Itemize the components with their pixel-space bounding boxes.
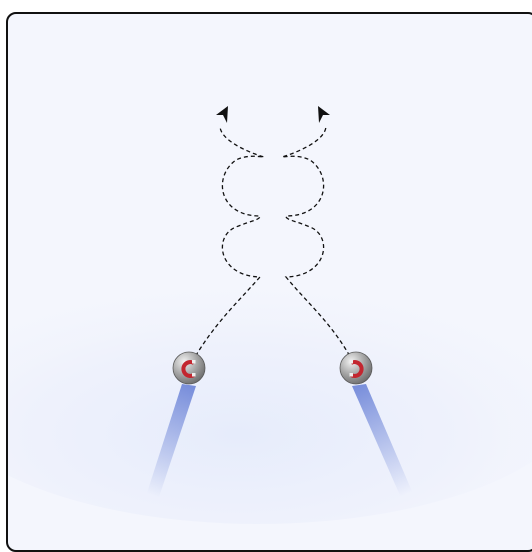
left-magnetic-ball-icon bbox=[173, 352, 205, 384]
right-magnetic-ball-icon bbox=[340, 352, 372, 384]
background-glow bbox=[8, 244, 532, 524]
diagram-frame bbox=[6, 12, 532, 552]
right-arrowhead-icon bbox=[318, 106, 330, 123]
magnetic-balls-diagram bbox=[8, 14, 532, 549]
left-arrowhead-icon bbox=[216, 106, 228, 123]
